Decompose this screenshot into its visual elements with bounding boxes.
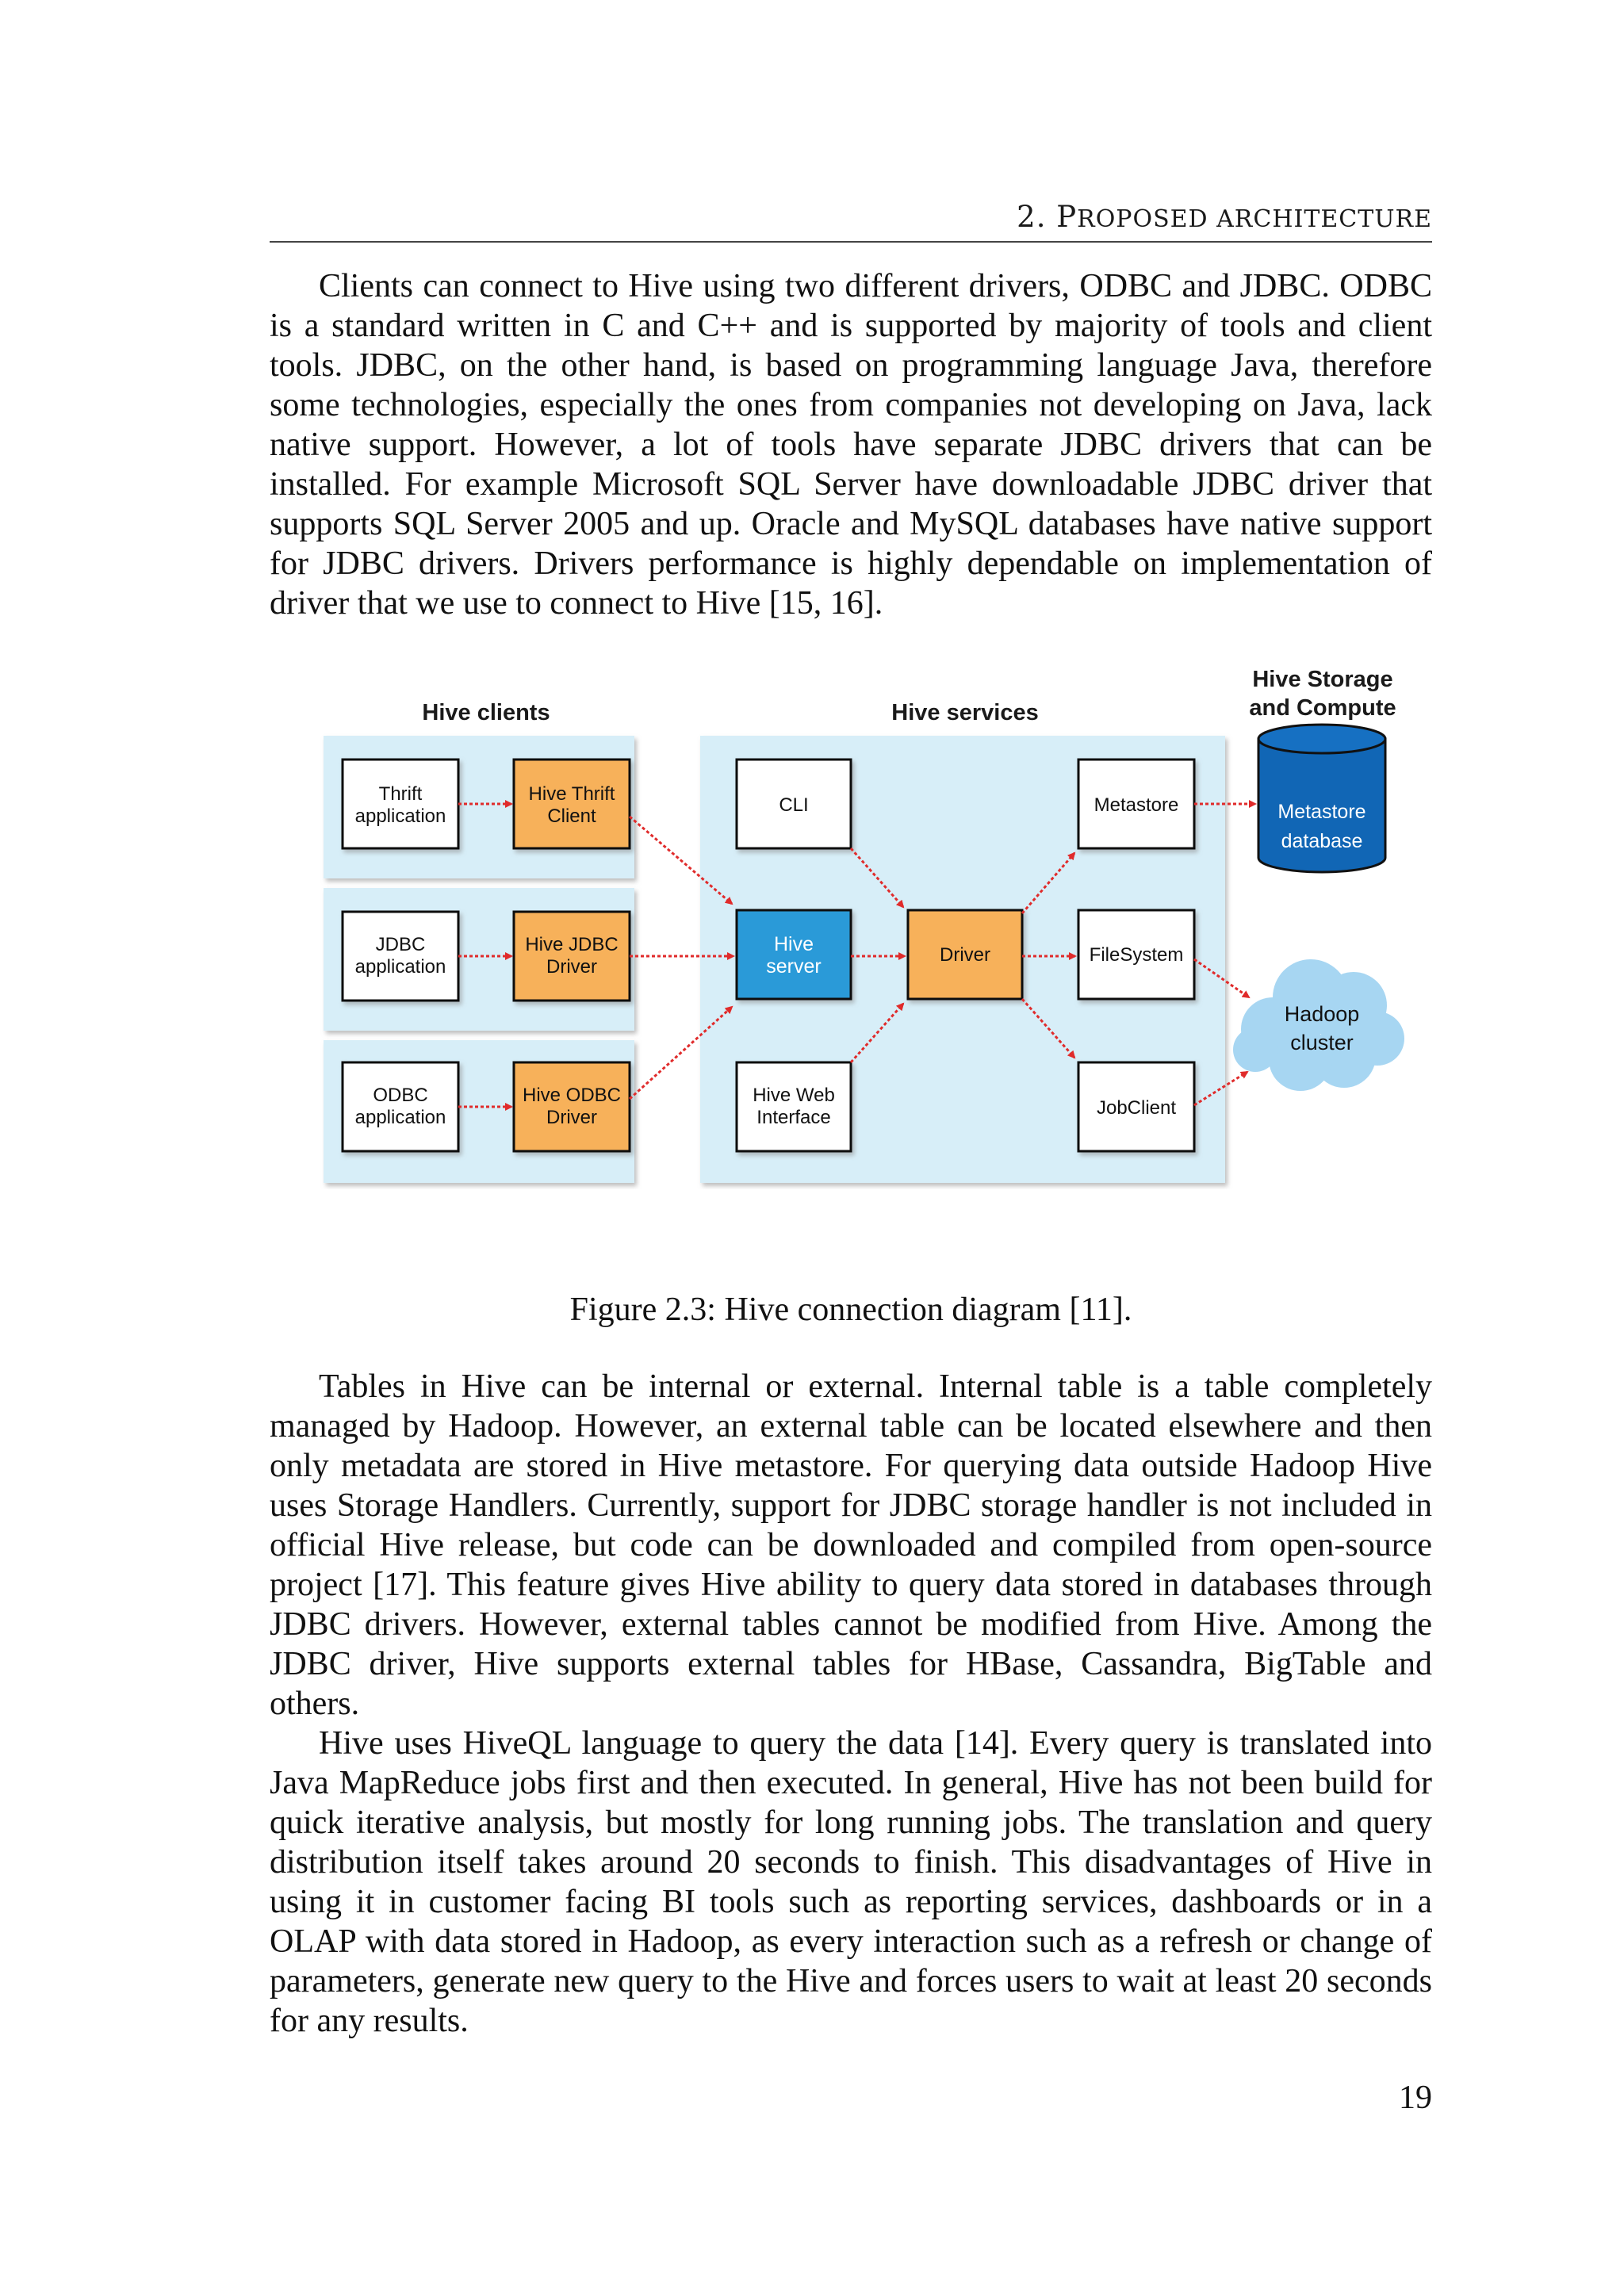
paragraph-drivers: Clients can connect to Hive using two di… [270, 268, 1432, 622]
node-label: Metastore [1094, 794, 1179, 816]
node-filesystem: FileSystem [1077, 909, 1196, 1001]
node-label: Thrift [379, 783, 423, 805]
group-label-storage-2: and Compute [1249, 695, 1396, 721]
header-rule [270, 241, 1432, 243]
node-odbc-driver: Hive ODBC Driver [512, 1061, 631, 1153]
node-label: Hive [774, 933, 814, 955]
node-label: Driver [546, 1107, 597, 1128]
group-label-storage-1: Hive Storage [1252, 667, 1392, 692]
node-label: Metastore [1277, 801, 1365, 823]
paragraph-hiveql: Hive uses HiveQL language to query the d… [270, 1725, 1432, 2039]
arrow-filesystem-to-hadoop [1193, 958, 1251, 999]
node-cli: CLI [735, 758, 852, 850]
node-label: cluster [1290, 1031, 1354, 1054]
arrow-cli-to-driver [849, 848, 905, 909]
arrow-odbc-driver-to-server [628, 1005, 733, 1100]
node-odbc-app: ODBC application [341, 1061, 460, 1153]
hive-connection-figure: Hive clients Hive services Hive Storage … [313, 666, 1415, 1193]
node-label: Hive JDBC [525, 934, 618, 955]
arrow-thrift-client-to-server [629, 815, 733, 905]
node-label: Interface [756, 1107, 830, 1128]
node-label: CLI [779, 794, 808, 816]
node-metastore-database: Metastore database [1257, 723, 1387, 874]
group-label-clients: Hive clients [422, 700, 550, 725]
running-head: 2. PROPOSED ARCHITECTURE [1017, 200, 1432, 234]
page-number: 19 [1399, 2080, 1432, 2116]
node-label: database [1281, 830, 1363, 852]
arrow-driver-to-jobclient [1021, 998, 1076, 1059]
running-head-smallcaps: ROPOSED ARCHITECTURE [1077, 205, 1432, 233]
node-jobclient: JobClient [1077, 1061, 1196, 1153]
node-label: application [355, 1107, 446, 1128]
node-label: Hadoop [1285, 1002, 1360, 1026]
node-web-interface: Hive Web Interface [735, 1061, 852, 1153]
node-hadoop-cluster: Hadoop cluster [1233, 959, 1404, 1091]
node-label: Client [547, 806, 596, 827]
arrow-web-to-driver [849, 1002, 905, 1063]
hive-connection-diagram: Hive clients Hive services Hive Storage … [324, 667, 1404, 1183]
node-label: FileSystem [1090, 944, 1184, 966]
arrow-driver-to-metastore [1021, 851, 1076, 914]
node-label: JobClient [1097, 1097, 1176, 1119]
node-label: Hive ODBC [523, 1085, 621, 1106]
node-label: ODBC [373, 1085, 427, 1106]
node-label: application [355, 956, 446, 978]
node-thrift-client: Hive Thrift Client [512, 758, 631, 850]
node-label: Hive Thrift [529, 783, 615, 805]
figure-caption: Figure 2.3: Hive connection diagram [11]… [569, 1292, 1132, 1328]
node-thrift-app: Thrift application [341, 758, 460, 850]
node-label: Driver [940, 944, 990, 966]
arrow-jobclient-to-hadoop [1193, 1070, 1249, 1107]
node-jdbc-app: JDBC application [341, 910, 460, 1002]
node-jdbc-driver: Hive JDBC Driver [512, 910, 631, 1002]
paragraph-tables: Tables in Hive can be internal or extern… [270, 1368, 1432, 1722]
node-label: Hive Web [753, 1085, 835, 1106]
node-label: server [766, 955, 821, 978]
node-driver: Driver [906, 909, 1024, 1001]
node-hive-server: Hive server [735, 909, 852, 1001]
node-metastore: Metastore [1077, 758, 1196, 850]
node-label: Driver [546, 956, 597, 978]
group-label-services: Hive services [891, 700, 1038, 725]
node-label: application [355, 806, 446, 827]
node-label: JDBC [376, 934, 426, 955]
